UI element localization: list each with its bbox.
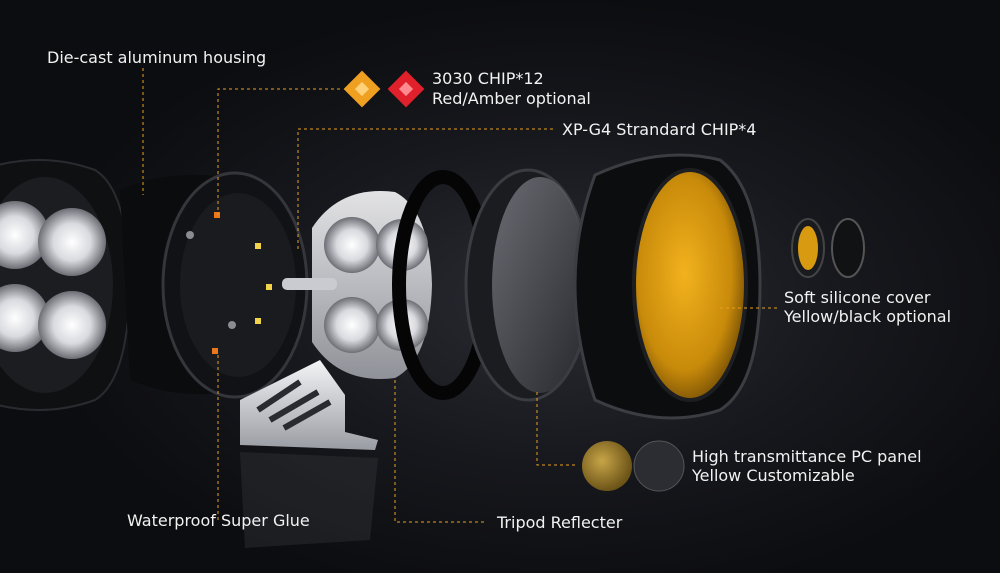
label-tripod-reflector: Tripod Reflecter [497, 513, 623, 532]
leader-lines [142, 68, 778, 523]
label-xpg4-chip: XP-G4 Strandard CHIP*4 [562, 120, 757, 139]
pc-clear-swatch-icon [633, 440, 685, 492]
amber-chip-icon [343, 70, 381, 108]
silicone-cover [573, 153, 762, 420]
label-silicone-options: Yellow/black optional [784, 307, 952, 326]
aluminum-housing [120, 171, 309, 399]
assembled-lamp [0, 159, 132, 411]
red-chip-icon [387, 70, 425, 108]
label-pc-panel: High transmittance PC panel [692, 447, 922, 466]
pc-panel-lens [464, 168, 592, 402]
label-pc-customizable: Yellow Customizable [692, 466, 855, 485]
label-3030-chip: 3030 CHIP*12 [432, 69, 544, 88]
pc-yellow-swatch-icon [582, 441, 632, 491]
label-red-amber-optional: Red/Amber optional [432, 89, 591, 108]
label-silicone-cover: Soft silicone cover [784, 288, 931, 307]
label-housing: Die-cast aluminum housing [47, 48, 267, 67]
black-swatch-icon [831, 218, 865, 278]
mounting-bracket [240, 360, 378, 548]
label-super-glue: Waterproof Super Glue [127, 511, 310, 530]
